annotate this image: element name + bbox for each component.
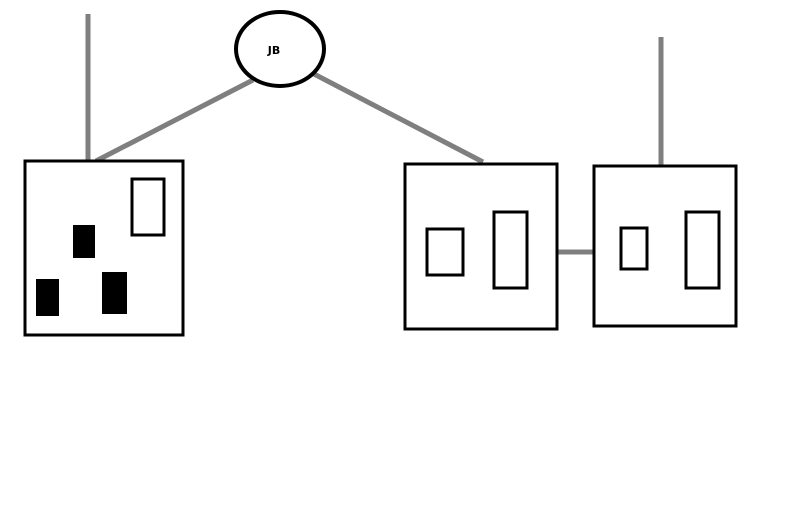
socket-switch-rocker — [130, 177, 166, 237]
junction-box-label: JB — [267, 44, 280, 57]
wire-jb-to-switch — [312, 71, 485, 165]
switch-middle-square — [425, 227, 465, 277]
socket-earth-pin — [73, 225, 95, 258]
socket-outlet — [23, 159, 185, 337]
socket-live-pin — [102, 272, 127, 314]
wire-jb-to-socket — [94, 77, 255, 164]
junction-box: JB — [234, 10, 326, 88]
switch-right-rocker — [684, 210, 721, 290]
switch-right-square — [619, 226, 649, 271]
junction-box-circle — [234, 10, 326, 88]
switch-right-plate — [592, 164, 738, 328]
wires — [85, 14, 664, 255]
switch-middle-plate — [403, 162, 559, 331]
switch-right — [592, 164, 738, 328]
switch-middle-rocker — [492, 210, 529, 290]
switch-middle — [403, 162, 559, 331]
socket-neutral-pin — [36, 279, 59, 316]
